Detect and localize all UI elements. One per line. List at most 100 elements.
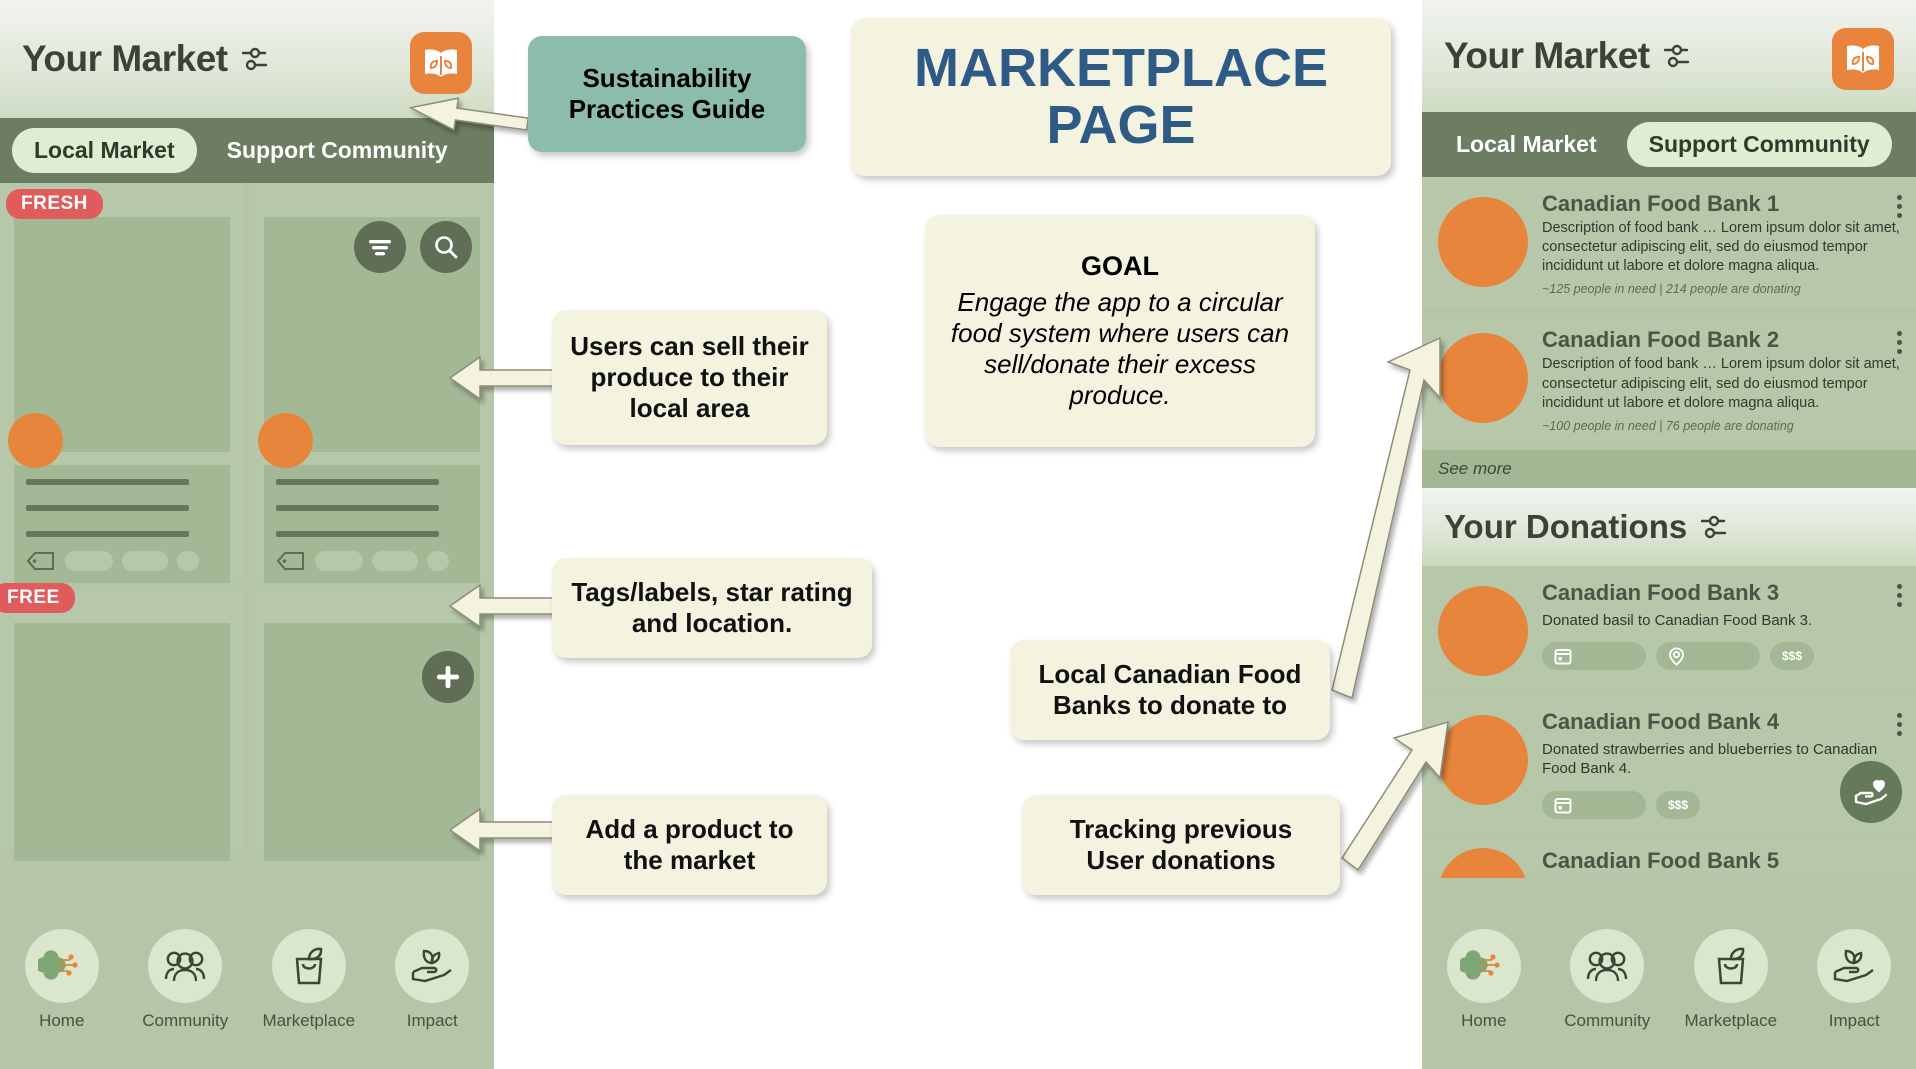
app-header-right: Your Market xyxy=(1422,0,1916,112)
text-placeholder-line xyxy=(26,531,190,537)
food-bank-stat: ~125 people in need | 214 people are don… xyxy=(1542,282,1801,297)
food-bank-avatar xyxy=(1438,197,1528,287)
product-info-block xyxy=(264,465,480,583)
section-title-donations: Your Donations xyxy=(1444,507,1688,545)
add-product-button[interactable] xyxy=(422,651,474,703)
donation-name: Canadian Food Bank 3 xyxy=(1542,579,1780,605)
tune-sliders-icon[interactable] xyxy=(1701,514,1731,540)
hand-plant-icon xyxy=(395,929,470,1003)
search-icon xyxy=(433,234,459,260)
page-title-left: Your Market xyxy=(22,38,228,79)
shopping-bag-leaf-icon xyxy=(271,929,346,1003)
search-button[interactable] xyxy=(420,221,472,273)
donate-button[interactable] xyxy=(1840,760,1902,823)
donation-row[interactable]: Canadian Food Bank 3 Donated basil to Ca… xyxy=(1422,565,1916,690)
nav-item-marketplace[interactable]: Marketplace xyxy=(251,929,366,1031)
tune-sliders-icon[interactable] xyxy=(1663,43,1694,69)
product-card[interactable] xyxy=(250,589,494,861)
tab-bar-right: Local Market Support Community xyxy=(1422,112,1916,177)
tab-bar-left: Local Market Support Community xyxy=(0,118,494,183)
food-bank-description: Description of food bank … Lorem ipsum d… xyxy=(1542,220,1900,275)
tag-chip xyxy=(315,551,363,571)
tab-local-market[interactable]: Local Market xyxy=(12,128,197,173)
tag-chip xyxy=(427,551,449,571)
donation-date-chip[interactable] xyxy=(1542,642,1646,671)
product-card[interactable]: $$$ ☆☆ xyxy=(0,183,244,623)
callout-goal-heading: GOAL xyxy=(1081,251,1159,282)
filter-button[interactable] xyxy=(354,221,406,273)
nav-item-marketplace[interactable]: Marketplace xyxy=(1673,929,1788,1031)
food-bank-name: Canadian Food Bank 1 xyxy=(1542,191,1780,216)
calendar-icon xyxy=(1554,796,1572,814)
tune-sliders-icon[interactable] xyxy=(241,46,272,72)
callout-tags-rating: Tags/labels, star rating and location. xyxy=(552,558,872,658)
sustainability-guide-button[interactable] xyxy=(410,32,472,94)
donation-chip-row: $$$ xyxy=(1542,642,1900,671)
product-card[interactable]: FREE xyxy=(0,583,244,861)
filter-icon xyxy=(367,237,393,257)
product-grid: $$$ ☆☆ xyxy=(0,183,494,861)
donation-row[interactable]: Canadian Food Bank 4 Donated strawberrie… xyxy=(1422,694,1916,833)
product-image-placeholder xyxy=(14,623,230,861)
tag-chip xyxy=(372,551,418,571)
donation-price-chip[interactable]: $$$ xyxy=(1656,790,1701,819)
your-donations-header: Your Donations xyxy=(1422,487,1916,566)
more-options-icon[interactable] xyxy=(1897,583,1902,607)
food-bank-row[interactable]: Canadian Food Bank 2 Description of food… xyxy=(1422,313,1916,445)
nav-label-community: Community xyxy=(142,1011,229,1030)
food-bank-name: Canadian Food Bank 2 xyxy=(1542,327,1780,353)
text-placeholder-line xyxy=(276,479,440,485)
nav-item-impact[interactable]: Impact xyxy=(375,929,490,1031)
donation-price-chip[interactable]: $$$ xyxy=(1770,642,1815,671)
open-book-leaf-icon xyxy=(421,46,461,80)
callout-sustainability: Sustainability Practices Guide xyxy=(528,36,806,152)
plus-icon xyxy=(434,663,462,691)
nav-item-community[interactable]: Community xyxy=(128,929,243,1031)
callout-food-banks: Local Canadian Food Banks to donate to xyxy=(1010,640,1330,740)
nav-label-home: Home xyxy=(39,1011,85,1030)
callout-goal: GOAL Engage the app to a circular food s… xyxy=(925,215,1315,447)
product-image-placeholder xyxy=(14,217,230,452)
bottom-navigation-right: Home Community xyxy=(1422,909,1916,1069)
sustainability-guide-button[interactable] xyxy=(1832,28,1894,90)
more-options-icon[interactable] xyxy=(1897,712,1902,736)
donation-description: Donated basil to Canadian Food Bank 3. xyxy=(1542,611,1813,629)
donation-avatar xyxy=(1438,847,1528,878)
donation-date-chip[interactable] xyxy=(1542,790,1646,819)
location-pin-icon xyxy=(1668,647,1685,666)
people-group-icon xyxy=(148,929,223,1003)
calendar-icon xyxy=(1554,647,1572,665)
bottom-navigation-left: Home Community xyxy=(0,909,494,1069)
nav-item-impact[interactable]: Impact xyxy=(1797,929,1912,1031)
nav-label-impact: Impact xyxy=(406,1011,458,1030)
product-info-block xyxy=(14,465,230,583)
tab-support-community[interactable]: Support Community xyxy=(1626,122,1892,167)
nav-item-community[interactable]: Community xyxy=(1550,929,1665,1031)
callout-goal-text: Engage the app to a circular food system… xyxy=(950,286,1290,411)
phone-mockup-marketplace: Your Market Local Market Suppo xyxy=(0,0,494,1069)
see-more-link[interactable]: See more xyxy=(1422,449,1916,488)
nav-item-home[interactable]: Home xyxy=(4,929,119,1031)
tab-local-market[interactable]: Local Market xyxy=(1456,131,1597,157)
donation-avatar xyxy=(1438,585,1528,676)
nav-label-home: Home xyxy=(1461,1011,1507,1030)
tab-support-community[interactable]: Support Community xyxy=(226,137,448,163)
food-bank-row[interactable]: Canadian Food Bank 1 Description of food… xyxy=(1422,177,1916,309)
nav-item-home[interactable]: Home xyxy=(1426,929,1541,1031)
donation-row-partial[interactable]: Canadian Food Bank 5 xyxy=(1422,837,1916,878)
tag-chip-row xyxy=(276,551,468,571)
more-options-icon[interactable] xyxy=(1897,195,1902,218)
donation-name: Canadian Food Bank 5 xyxy=(1542,847,1780,873)
seller-avatar xyxy=(258,413,313,468)
donation-location-chip[interactable] xyxy=(1656,642,1760,671)
phone-mockup-community: Your Market Local Market Suppo xyxy=(1422,0,1916,1069)
food-bank-stat: ~100 people in need | 76 people are dona… xyxy=(1542,418,1794,433)
donation-chip-row: $$$ xyxy=(1542,790,1900,819)
hand-heart-donate-icon xyxy=(1853,776,1889,808)
callout-add-product: Add a product to the market xyxy=(552,795,827,895)
badge-free: FREE xyxy=(0,583,75,613)
more-options-icon[interactable] xyxy=(1897,331,1902,355)
text-placeholder-line xyxy=(26,505,190,511)
tag-chip-row xyxy=(26,551,218,571)
tag-icon xyxy=(26,551,56,571)
